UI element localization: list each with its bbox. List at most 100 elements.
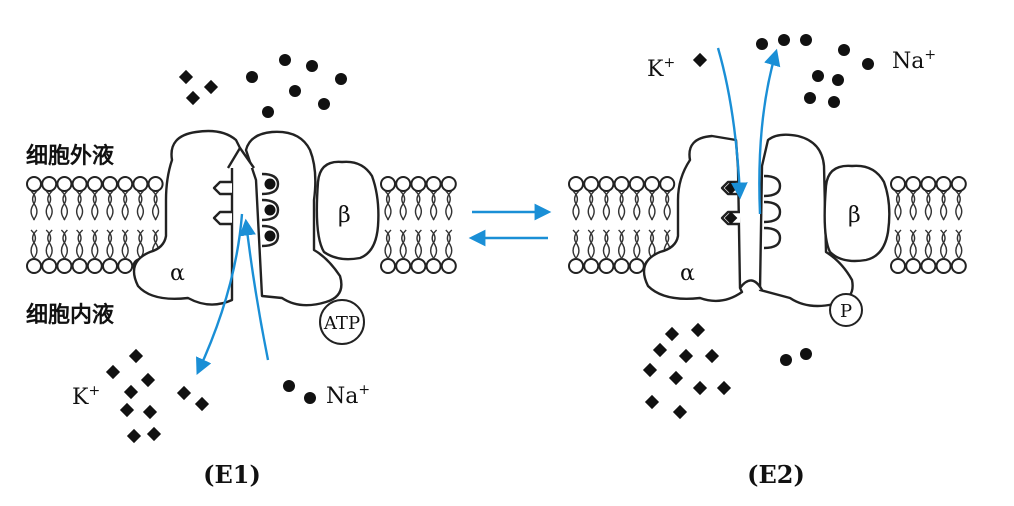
lipid-head <box>568 258 584 274</box>
lipid-head <box>102 258 118 274</box>
lipid-head <box>147 176 164 192</box>
alpha-subunit-left-half <box>642 134 744 303</box>
lipid-head <box>440 258 457 274</box>
lipid-tail <box>573 229 580 260</box>
lipid-head <box>440 176 457 192</box>
alpha-subunit-right-half <box>758 133 854 308</box>
k-ions-extracellular <box>178 69 219 106</box>
alpha-label: α <box>170 261 185 286</box>
lipid-head <box>935 258 952 274</box>
na-outward-arrow <box>758 48 781 215</box>
beta-subunit <box>823 164 891 263</box>
lipid-tail <box>634 229 641 260</box>
na-ions-intracellular <box>780 348 812 366</box>
lipid-head <box>659 176 676 192</box>
lipid-head <box>410 176 427 192</box>
lipid-tail <box>604 229 611 260</box>
atp-label: ATP <box>323 313 360 334</box>
lipid-tail <box>619 229 626 260</box>
lipid-head <box>41 258 58 274</box>
lipid-tail <box>47 190 53 221</box>
k-ions-intracellular <box>642 322 732 420</box>
k-binding-site <box>212 180 232 196</box>
lipid-tail <box>138 190 145 221</box>
lipid-tail <box>446 190 453 221</box>
na-ion-label: Na+ <box>892 47 936 74</box>
lipid-tail <box>401 229 407 260</box>
lipid-tail <box>153 190 160 221</box>
lipid-head <box>613 176 630 192</box>
lipid-head <box>71 258 88 274</box>
lipid-head <box>26 176 42 192</box>
channel-gate <box>226 146 255 169</box>
lipid-tail <box>589 190 595 221</box>
k-ion-label: K+ <box>647 55 675 82</box>
lipid-tail <box>107 190 114 221</box>
lipid-head <box>102 176 118 192</box>
lipid-tail <box>107 229 114 260</box>
lipid-tail <box>649 190 656 221</box>
membrane-bilayer-right <box>380 176 457 274</box>
lipid-head <box>613 258 630 274</box>
lipid-head <box>410 258 427 274</box>
lipid-tail <box>431 229 438 260</box>
lipid-head <box>950 258 967 274</box>
lipid-tail <box>401 190 407 221</box>
phosphate-label: P <box>840 301 852 322</box>
lipid-head <box>395 258 412 274</box>
na-ions-extracellular <box>246 54 347 118</box>
lipid-tail <box>92 190 99 221</box>
lipid-head <box>132 176 149 192</box>
k-binding-site <box>212 210 232 226</box>
lipid-tail <box>123 190 129 221</box>
extracellular-label: 细胞外液 <box>26 143 114 169</box>
lipid-tail <box>941 229 948 260</box>
na-ion-label: Na+ <box>326 382 370 409</box>
lipid-tail <box>431 190 438 221</box>
lipid-head <box>380 258 396 274</box>
lipid-head <box>425 176 442 192</box>
phosphate-circle <box>829 293 863 327</box>
lipid-head <box>598 176 615 192</box>
intracellular-label: 细胞内液 <box>26 302 114 328</box>
k-ions-extracellular <box>692 52 708 68</box>
alpha-label: α <box>680 261 695 286</box>
atp-circle <box>319 299 365 345</box>
beta-subunit <box>315 160 380 261</box>
lipid-tail <box>62 190 69 221</box>
na-binding-sites <box>763 174 782 250</box>
beta-label: β <box>848 203 861 228</box>
na-ions-extracellular <box>756 34 874 108</box>
lipid-head <box>920 176 937 192</box>
lipid-head <box>41 176 58 192</box>
lipid-tail <box>926 229 933 260</box>
lipid-head <box>56 176 73 192</box>
membrane-bilayer-right <box>890 176 967 274</box>
lipid-tail <box>416 229 423 260</box>
lipid-head <box>425 258 442 274</box>
lipid-tail <box>956 229 963 260</box>
lipid-head <box>598 258 615 274</box>
lipid-tail <box>92 229 99 260</box>
lipid-tail <box>385 229 392 260</box>
lipid-tail <box>956 190 963 221</box>
lipid-head <box>935 176 952 192</box>
lipid-head <box>583 176 600 192</box>
lipid-head <box>117 176 134 192</box>
beta-label: β <box>338 203 351 228</box>
na-binding-sites <box>261 172 280 248</box>
panel-e2-caption: (E2) <box>747 460 805 489</box>
lipid-tail <box>416 190 423 221</box>
k-inward-arrow <box>716 47 748 200</box>
panel-e2: P α β K+ Na+ <box>568 34 967 489</box>
lipid-head <box>26 258 42 274</box>
lipid-tail <box>62 229 69 260</box>
lipid-tail <box>589 229 595 260</box>
lipid-tail <box>604 190 611 221</box>
lipid-tail <box>385 190 392 221</box>
na-ions-intracellular <box>283 380 316 404</box>
lipid-tail <box>926 190 933 221</box>
lipid-head <box>117 258 134 274</box>
